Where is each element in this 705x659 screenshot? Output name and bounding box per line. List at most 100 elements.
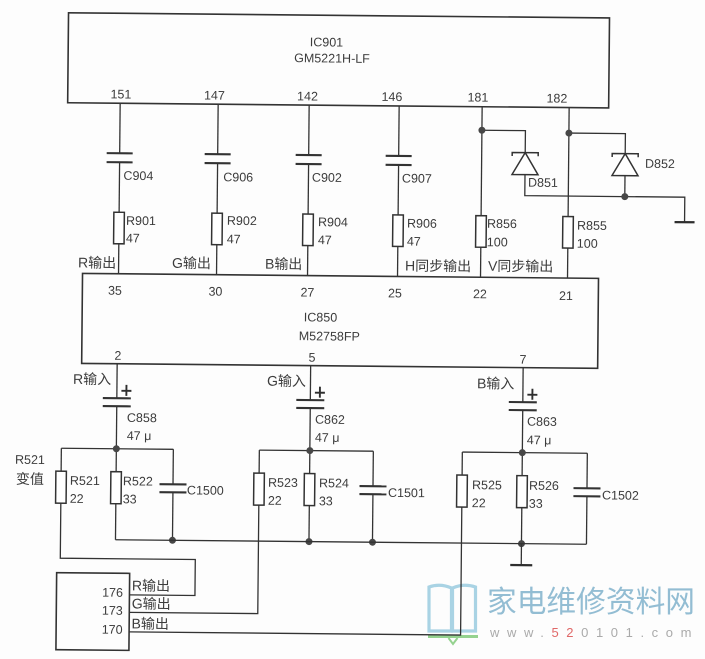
resistor-symbol <box>391 214 405 248</box>
input-label: B输入 <box>477 375 514 391</box>
ic850-pin-label: 25 <box>388 286 402 300</box>
resistor-symbol <box>303 472 316 507</box>
capacitor-symbol <box>385 154 412 167</box>
resistor-ref: R521 <box>70 474 100 488</box>
connector-signal-label: B输出 <box>131 615 168 631</box>
ic850-pin-label: 5 <box>308 351 315 365</box>
resistor-value: 33 <box>123 492 137 506</box>
capacitor-symbol <box>106 152 133 164</box>
input-label: G输入 <box>267 373 306 389</box>
r521-annotation: R521 变值 <box>15 453 45 487</box>
capacitor-ref: C904 <box>123 169 153 183</box>
capacitor-ref: C1500 <box>187 483 224 497</box>
wire-bus <box>115 539 587 545</box>
resistor-ref: R856 <box>487 217 517 231</box>
ic850-pin-label: 27 <box>300 286 314 300</box>
resistor-ref: R523 <box>268 476 298 490</box>
capacitor-ref: C862 <box>315 413 345 427</box>
resistor-ref: R524 <box>319 476 349 490</box>
resistor-value: 47 <box>227 232 241 246</box>
watermark-url-prefix: www. <box>489 625 551 640</box>
watermark-url-suffix: 0101.com <box>581 625 699 640</box>
watermark: 家电维修资料网 www.520101.com <box>427 583 699 646</box>
resistor-ref: R525 <box>472 478 502 492</box>
ground-bus <box>115 539 587 567</box>
resistor-ref: R526 <box>529 479 559 493</box>
ic901-pin-label: 142 <box>297 89 318 103</box>
ic901-body <box>66 11 611 109</box>
ic901: IC901 GM5221H-LF 151 147 142 146 181 182 <box>66 11 611 109</box>
ic901-pin-label: 146 <box>381 90 402 104</box>
output-signal-labels: R输出 G输出 B输出 H同步输出 V同步输出 <box>78 254 553 275</box>
resistor-symbol <box>252 472 266 506</box>
resistor-symbol <box>515 474 529 509</box>
annotation-ref: R521 <box>15 453 45 467</box>
wire <box>567 107 570 217</box>
resistor-value: 22 <box>472 496 486 510</box>
resistor-value: 47 <box>126 231 140 245</box>
signal-label: V同步输出 <box>488 258 553 275</box>
resistor-ref: R901 <box>126 214 156 228</box>
polarity-plus-icon <box>314 386 325 398</box>
connector-signal-label: G输出 <box>132 595 171 611</box>
input-channel-b: B输入 C863 47 μ R525 22 R526 33 C1502 <box>129 367 639 636</box>
junction-dot <box>565 129 573 137</box>
wire <box>480 106 483 216</box>
junction-dot <box>306 447 314 455</box>
capacitor-symbol <box>573 487 601 498</box>
ic850-pin-label: 7 <box>519 353 526 367</box>
ic850-body <box>80 272 600 370</box>
capacitor-symbol <box>159 483 187 494</box>
resistor-value: 33 <box>529 497 543 511</box>
link-channel-r: C904 R901 47 <box>106 103 156 274</box>
resistor-ref: R902 <box>227 214 257 228</box>
capacitor-symbol <box>295 153 322 166</box>
capacitor-ref: C1501 <box>388 486 425 500</box>
wire-r-to-connector <box>59 503 196 597</box>
input-channel-g: G输入 C862 47 μ R523 22 R524 33 C1501 <box>129 365 425 615</box>
link-channel-g: C906 R902 47 <box>204 104 257 275</box>
junction-dot <box>518 449 526 457</box>
signal-label: B输出 <box>265 256 302 272</box>
wire-bus <box>259 449 374 452</box>
resistor-ref: R906 <box>407 217 437 231</box>
ic901-pin-label: 151 <box>110 87 131 101</box>
capacitor-ref: C1502 <box>602 488 639 502</box>
resistor-symbol <box>301 213 315 247</box>
capacitor-ref: C863 <box>527 415 557 429</box>
resistor-symbol <box>54 470 68 505</box>
book-logo-bookmark <box>447 637 459 646</box>
wire-b-to-connector <box>129 507 463 636</box>
resistor-value: 22 <box>268 494 282 508</box>
resistor-symbol <box>455 474 469 508</box>
schematic: IC901 GM5221H-LF 151 147 142 146 181 182… <box>15 11 695 652</box>
polarity-plus-icon <box>121 384 132 396</box>
ic850-pin-label: 2 <box>114 349 121 363</box>
signal-label: G输出 <box>172 255 211 271</box>
diode-ref: D851 <box>528 176 558 190</box>
ic901-part-number: GM5221H-LF <box>294 51 370 66</box>
resistor-symbol <box>474 214 488 249</box>
capacitor-value: 47 μ <box>127 429 152 443</box>
resistor-value: 33 <box>319 494 333 508</box>
book-logo-right-page <box>450 583 478 633</box>
watermark-url: www.520101.com <box>489 625 699 640</box>
link-channel-hsync: C907 R906 47 <box>385 105 437 277</box>
resistor-symbol <box>109 470 123 505</box>
link-channel-b: C902 R904 47 <box>295 105 348 276</box>
resistor-ref: R855 <box>577 219 607 233</box>
junction-dot <box>621 193 629 201</box>
capacitor-symbol <box>359 485 387 496</box>
capacitor-ref: C902 <box>312 171 342 185</box>
resistor-value: 100 <box>487 235 508 249</box>
ic850-pin-label: 22 <box>473 287 487 301</box>
resistor-ref: R904 <box>318 215 348 229</box>
ic901-ref: IC901 <box>310 35 344 49</box>
capacitor-value: 47 μ <box>315 431 340 445</box>
annotation-note: 变值 <box>16 471 44 487</box>
signal-label: H同步输出 <box>405 258 471 275</box>
watermark-url-highlight: 52 <box>551 625 581 640</box>
ic901-pin-label: 147 <box>204 88 225 102</box>
link-channel-pin182: R855 100 <box>561 107 607 279</box>
ic850-ref: IC850 <box>304 310 338 324</box>
